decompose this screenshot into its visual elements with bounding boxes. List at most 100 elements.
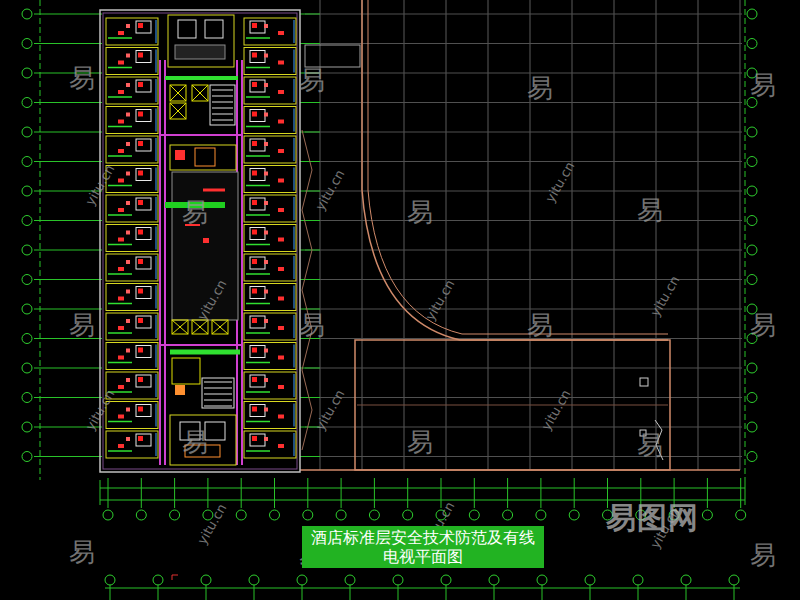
plan-rect: [244, 136, 296, 163]
plan-rect: [136, 139, 151, 151]
plan-rect: [126, 201, 130, 205]
plan-rect: [100, 10, 300, 472]
plan-line: [212, 102, 233, 103]
plan-rect: [175, 45, 225, 59]
grid-bubble: [336, 510, 346, 520]
grid-bubble: [469, 510, 479, 520]
plan-line: [302, 583, 303, 600]
plan-rect: [136, 287, 151, 299]
watermark: yitu.cn: [312, 387, 347, 433]
plan-mark: [172, 575, 178, 580]
watermark: 易: [407, 425, 433, 460]
grid-bubble: [633, 575, 643, 585]
plan-line: [488, 0, 489, 470]
plan-rect: [118, 385, 124, 389]
grid-bubble: [536, 510, 546, 520]
plan-rect: [244, 77, 296, 104]
plan-line: [374, 478, 375, 508]
plan-rect: [264, 172, 268, 176]
plan-line: [305, 368, 742, 369]
plan-line: [110, 583, 111, 600]
plan-line: [164, 60, 166, 465]
plan-line: [108, 362, 132, 364]
grid-bubble: [569, 510, 579, 520]
plan-line: [172, 320, 188, 334]
grid-bubble: [345, 575, 355, 585]
plan-rect: [244, 343, 296, 370]
plan-line: [108, 185, 132, 187]
site-boundary: [368, 0, 668, 334]
plan-line: [305, 191, 742, 192]
plan-line: [156, 374, 157, 397]
plan-line: [203, 189, 225, 192]
grid-bubble: [22, 9, 32, 19]
grid-bubble: [22, 68, 32, 78]
plan-line: [34, 279, 102, 280]
plan-rect: [126, 113, 130, 117]
plan-rect: [250, 287, 265, 299]
plan-rect: [136, 80, 151, 92]
plan-line: [156, 315, 157, 338]
watermark: 易: [527, 308, 553, 343]
plan-rect: [138, 23, 143, 28]
grid-bubble: [249, 575, 259, 585]
plan-line: [745, 0, 746, 480]
grid-bubble: [22, 98, 32, 108]
plan-rect: [178, 20, 196, 38]
plan-line: [212, 114, 233, 115]
plan-line: [108, 214, 132, 216]
plan-line: [305, 43, 742, 44]
plan-rect: [252, 230, 257, 235]
grid-bubble: [201, 575, 211, 585]
plan-rect: [118, 120, 124, 124]
plan-line: [34, 161, 102, 162]
plan-rect: [250, 257, 265, 269]
watermark: 易: [69, 61, 95, 96]
plan-rect: [244, 18, 296, 45]
plan-line: [207, 478, 208, 508]
plan-line: [192, 85, 208, 101]
plan-line: [246, 185, 270, 187]
grid-bubble: [170, 510, 180, 520]
plan-rect: [106, 431, 158, 458]
grid-bubble: [22, 393, 32, 403]
grid-bubble: [22, 304, 32, 314]
plan-rect: [278, 90, 284, 94]
plan-rect: [138, 200, 143, 205]
plan-line: [494, 583, 495, 600]
plan-line: [246, 362, 270, 364]
plan-rect: [195, 148, 215, 166]
grid-bubble: [22, 39, 32, 49]
plan-rect: [136, 21, 151, 33]
watermark: 易: [69, 308, 95, 343]
plan-rect: [106, 195, 158, 222]
plan-rect: [106, 254, 158, 281]
plan-rect: [126, 142, 130, 146]
plan-line: [540, 478, 541, 508]
watermark: yitu.cn: [194, 501, 229, 547]
plan-rect: [252, 377, 257, 382]
grid-bubble: [503, 510, 513, 520]
plan-line: [246, 214, 270, 216]
plan-line: [34, 220, 102, 221]
plan-rect: [138, 171, 143, 176]
plan-rect: [205, 20, 223, 38]
grid-bubble: [297, 575, 307, 585]
watermark: yitu.cn: [538, 387, 573, 433]
plan-rect: [278, 267, 284, 271]
plan-rect: [136, 375, 151, 387]
plan-line: [246, 67, 270, 69]
grid-bubble: [489, 575, 499, 585]
plan-line: [274, 478, 275, 508]
plan-rect: [175, 150, 185, 160]
plan-rect: [136, 434, 151, 446]
grid-bubble: [537, 575, 547, 585]
plan-line: [686, 583, 687, 600]
plan-line: [204, 400, 232, 401]
plan-line: [246, 273, 270, 275]
plan-rect: [170, 103, 186, 119]
plan-line: [398, 583, 399, 600]
plan-rect: [278, 415, 284, 419]
plan-rect: [278, 326, 284, 330]
